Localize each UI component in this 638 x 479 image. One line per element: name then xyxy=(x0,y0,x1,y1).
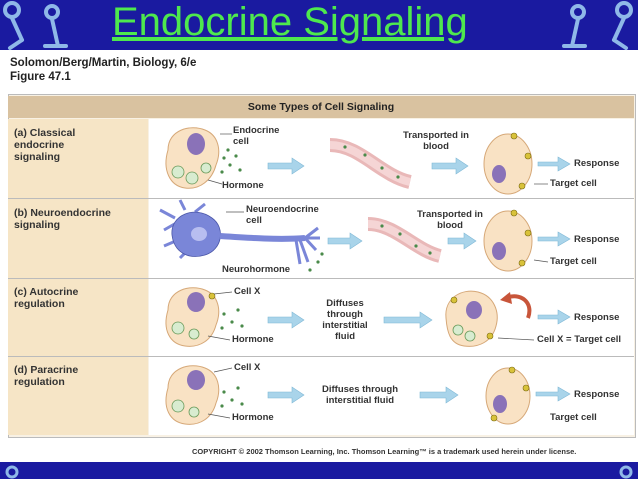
diffusion-label: Diffuses through interstitial fluid xyxy=(322,384,398,406)
row-a-label-cell xyxy=(8,119,148,198)
stick-figure-icon xyxy=(43,4,68,48)
neuroendocrine-neuron xyxy=(159,199,320,265)
top-bar xyxy=(0,0,638,50)
stick-figure-icon xyxy=(612,1,633,50)
response-label: Response xyxy=(574,389,620,400)
target-cell xyxy=(483,209,533,272)
feedback-arrow-head-icon xyxy=(500,292,512,304)
label-leader xyxy=(213,291,233,295)
row-d-label: (d) Paracrine regulation xyxy=(14,364,79,388)
arrow-icon xyxy=(419,386,459,404)
row-a-content-cell xyxy=(149,119,634,198)
row-divider xyxy=(8,278,634,279)
stick-figure-icon xyxy=(5,465,633,479)
row-c-label-cell xyxy=(8,279,148,356)
target-cell-label: Target cell xyxy=(550,412,597,423)
label-leader xyxy=(533,259,549,263)
row-d-label-cell xyxy=(8,357,148,435)
figure-header-bar xyxy=(8,96,634,118)
cell-x-target xyxy=(445,290,498,347)
hormone-molecules xyxy=(220,308,244,330)
arrow-icon xyxy=(537,156,571,172)
hormone-molecules xyxy=(220,386,244,408)
label-leader xyxy=(207,413,231,419)
cell-x-target-label: Cell X = Target cell xyxy=(537,334,622,345)
arrow-icon xyxy=(431,157,469,175)
hormone-label: Hormone xyxy=(232,412,274,423)
label-leader xyxy=(207,179,223,185)
arrow-icon xyxy=(447,232,477,250)
row-c-label: (c) Autocrine regulation xyxy=(14,286,79,310)
arrow-icon xyxy=(537,231,571,247)
response-label: Response xyxy=(574,158,620,169)
cell-x xyxy=(165,365,220,425)
stick-figure-icon xyxy=(3,1,24,50)
row-b-label: (b) Neuroendocrine signaling xyxy=(14,207,111,231)
stick-figure-icon xyxy=(562,4,587,48)
target-cell-label: Target cell xyxy=(550,178,597,189)
figure-number: Figure 47.1 xyxy=(10,71,71,83)
target-cell xyxy=(485,366,531,425)
row-b-label-cell xyxy=(8,199,148,278)
response-label: Response xyxy=(574,312,620,323)
arrow-icon xyxy=(267,157,305,175)
source-book: Solomon/Berg/Martin, Biology, 6/e xyxy=(10,57,197,69)
cell-x-label: Cell X xyxy=(234,362,261,373)
arrow-icon xyxy=(267,386,305,404)
row-a-label: (a) Classical endocrine signaling xyxy=(14,127,76,163)
cell-x-label: Cell X xyxy=(234,286,261,297)
arrow-icon xyxy=(267,311,305,329)
bottom-bar xyxy=(0,462,638,479)
endocrine-cell-label: Endocrine cell xyxy=(233,125,280,147)
transport-label: Transported in blood xyxy=(417,209,483,231)
arrow-icon xyxy=(327,232,363,250)
arrow-icon xyxy=(535,386,571,402)
cell-x xyxy=(165,287,220,347)
neurohormone-molecules xyxy=(308,252,324,272)
row-divider xyxy=(8,356,634,357)
response-label: Response xyxy=(574,234,620,245)
transport-label: Transported in blood xyxy=(403,130,469,152)
blood-vessel xyxy=(329,138,413,189)
arrow-icon xyxy=(383,311,433,329)
target-cell xyxy=(483,132,533,195)
blood-vessel xyxy=(367,217,443,263)
arrow-icon xyxy=(537,309,571,325)
slide-title: Endocrine Signaling xyxy=(112,0,468,44)
row-divider xyxy=(8,198,634,199)
label-leader xyxy=(207,335,231,341)
hormone-label: Hormone xyxy=(232,334,274,345)
label-leader xyxy=(497,337,535,341)
copyright-notice: COPYRIGHT © 2002 Thomson Learning, Inc. … xyxy=(192,447,577,456)
hormone-label: Hormone xyxy=(222,180,264,191)
endocrine-cell xyxy=(165,127,220,189)
target-cell-label: Target cell xyxy=(550,256,597,267)
label-leader xyxy=(213,367,233,373)
neuroendocrine-cell-label: Neuroendocrine cell xyxy=(246,204,319,226)
diffusion-label: Diffuses through interstitial fluid xyxy=(322,298,368,342)
neurohormone-label: Neurohormone xyxy=(222,264,291,275)
hormone-molecules xyxy=(220,148,242,174)
source-citation: Solomon/Berg/Martin, Biology, 6/e Figure… xyxy=(10,56,196,84)
figure-title: Some Types of Cell Signaling xyxy=(247,101,395,113)
